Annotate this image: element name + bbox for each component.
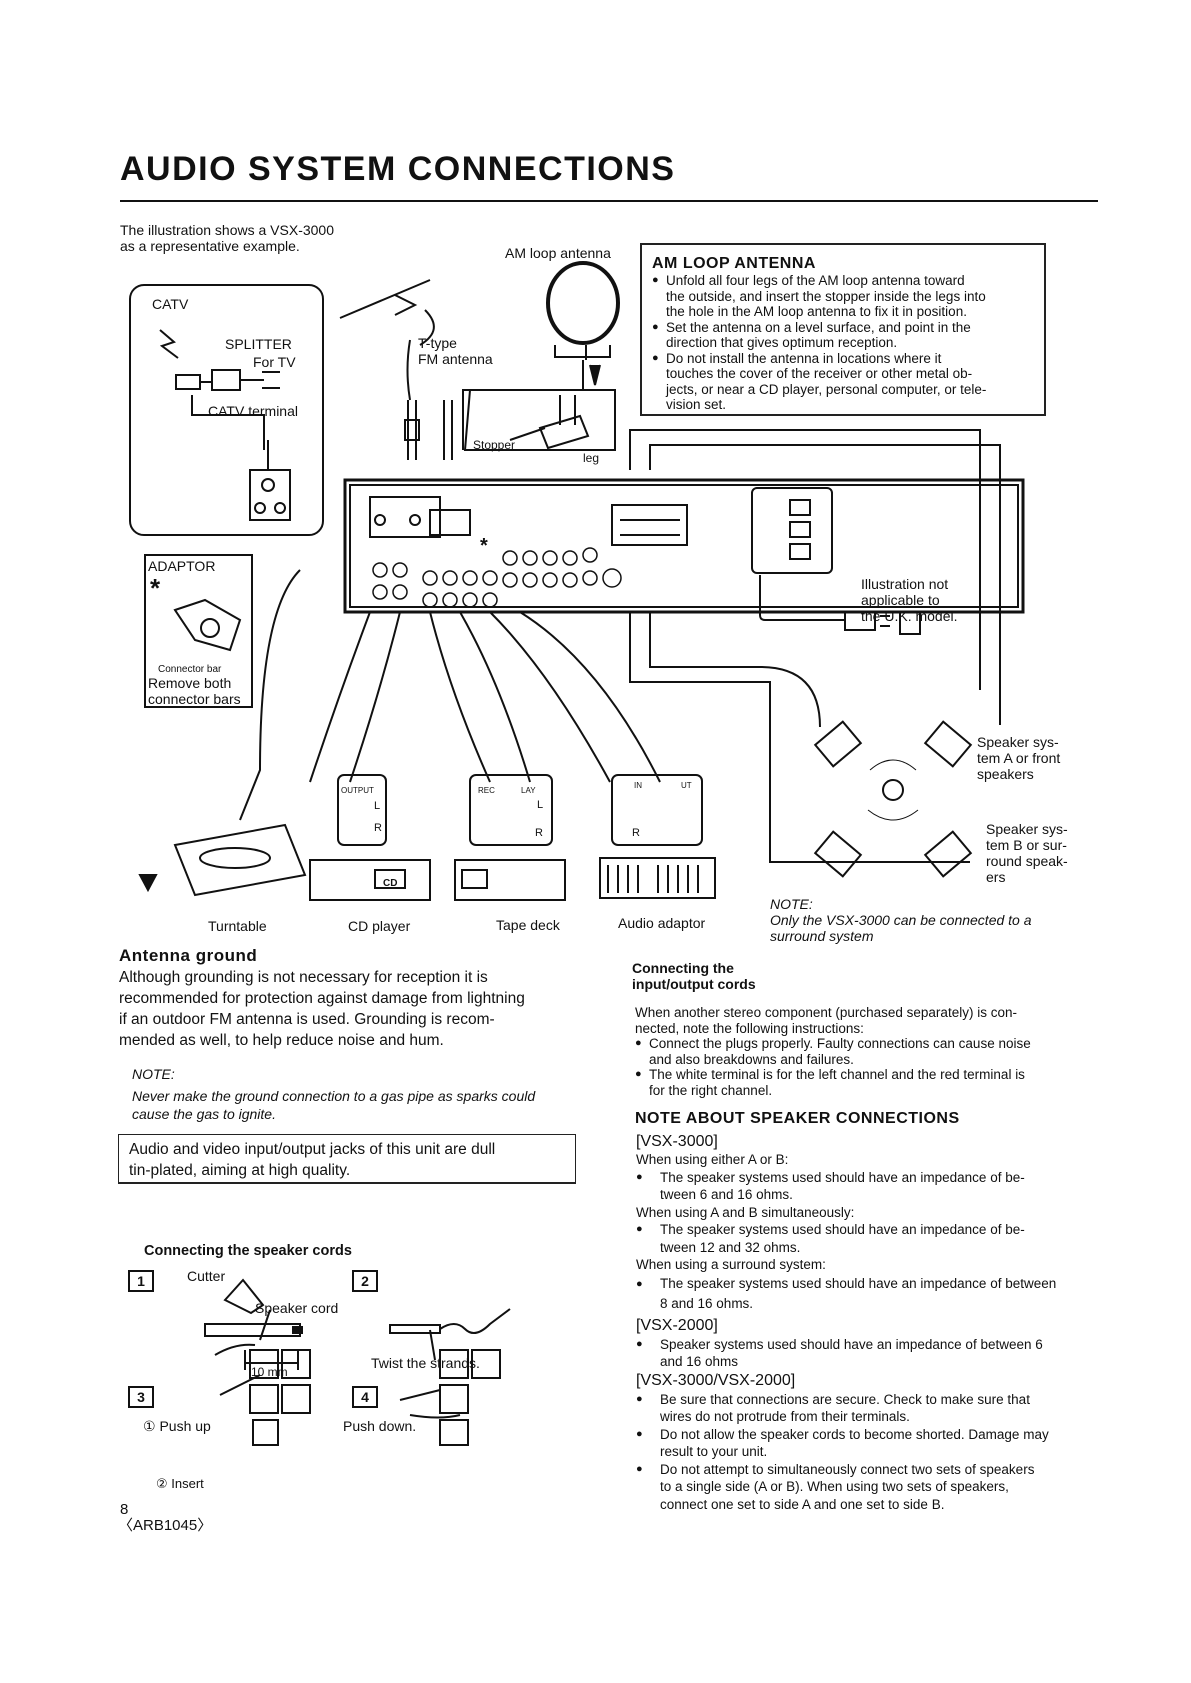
speaker-note-item: Speaker systems used should have an impe… [636, 1336, 1101, 1371]
speaker-b-label: Speaker sys- tem B or sur- round speak- … [986, 821, 1068, 885]
speaker-note-item: Be sure that connections are secure. Che… [636, 1391, 1101, 1426]
asterisk-mark: * [150, 573, 161, 603]
speaker-note-item: The speaker systems used should have an … [636, 1221, 1101, 1256]
play-jack-label: LAY [521, 786, 536, 795]
remove-both-label: Remove both [148, 675, 232, 691]
am-box-item: Unfold all four legs of the AM loop ante… [652, 273, 1044, 320]
page-number: 8 [120, 1501, 129, 1518]
vsx3000-vsx2000-tag: [VSX-3000/VSX-2000] [636, 1371, 796, 1389]
output-l-label: L [374, 800, 381, 812]
catv-label: CATV [152, 296, 189, 312]
connector-bars-label: connector bars [148, 691, 241, 707]
push-up-label: ① Push up [143, 1418, 211, 1434]
turntable-label: Turntable [208, 918, 267, 934]
adaptor-label: ADAPTOR [148, 558, 216, 574]
speaker-notes-body: [VSX-3000] When using either A or B: The… [636, 1132, 1101, 1513]
io-cords-heading: Connecting the input/output cords [632, 960, 756, 992]
for-tv-label: For TV [253, 354, 296, 370]
tape-deck-label: Tape deck [496, 917, 560, 933]
out-jack-label: UT [681, 781, 692, 790]
push-down-label: Push down. [343, 1418, 417, 1434]
intro-text: The illustration shows a VSX-3000 as a r… [120, 222, 334, 254]
am-box-heading: AM LOOP ANTENNA [652, 255, 816, 272]
cd-player-label: CD player [348, 918, 411, 934]
speaker-a-label: Speaker sys- tem A or front speakers [977, 734, 1061, 782]
io-cords-list: Connect the plugs properly. Faulty conne… [635, 1036, 1100, 1098]
output-jack-label: OUTPUT [341, 786, 374, 795]
io-cords-item: Connect the plugs properly. Faulty conne… [635, 1036, 1100, 1067]
speaker-cord-steps-illustration [204, 1278, 511, 1446]
document-code: 〈ARB1045〉 [118, 1517, 213, 1534]
antenna-ground-body: Although grounding is not necessary for … [119, 969, 525, 1049]
speaker-note-item: The speaker systems used should have an … [636, 1274, 1101, 1314]
speaker-note-item: The speaker systems used should have an … [636, 1169, 1101, 1204]
connection-diagram [129, 261, 1025, 901]
am-box-item: Set the antenna on a level surface, and … [652, 320, 1044, 351]
vsx3000-tag: [VSX-3000] [636, 1133, 718, 1150]
speaker-cords-heading: Connecting the speaker cords [144, 1243, 352, 1259]
step-1-badge: 1 [128, 1270, 154, 1292]
io-cords-item: The white terminal is for the left chann… [635, 1067, 1100, 1098]
splitter-label: SPLITTER [225, 336, 292, 352]
speaker-cord-label: Speaker cord [255, 1300, 339, 1316]
twist-strands-label: Twist the strands. [371, 1355, 480, 1371]
t-type-label: T-type [418, 335, 457, 351]
jack-plating-box: Audio and video input/output jacks of th… [118, 1134, 576, 1184]
title-rule [120, 200, 1098, 202]
tape-l-label: L [537, 799, 544, 811]
catv-terminal-label: CATV terminal [208, 403, 298, 419]
antenna-ground-note: NOTE: Never make the ground connection t… [132, 1066, 536, 1122]
in-jack-label: IN [634, 781, 642, 790]
speaker-note-item: Do not allow the speaker cords to become… [636, 1426, 1101, 1461]
am-box-list: Unfold all four legs of the AM loop ante… [652, 273, 1044, 413]
step-2-badge: 2 [352, 1270, 378, 1292]
page-title: AUDIO SYSTEM CONNECTIONS [120, 150, 676, 188]
cutter-label: Cutter [187, 1268, 226, 1284]
vsx2000-tag: [VSX-2000] [636, 1316, 718, 1334]
stopper-label: Stopper [473, 438, 516, 452]
am-loop-antenna-box: AM LOOP ANTENNA Unfold all four legs of … [640, 243, 1046, 416]
adaptor-r-label: R [632, 827, 640, 839]
antenna-ground-heading: Antenna ground [119, 946, 258, 965]
rec-jack-label: REC [478, 786, 495, 795]
am-box-item: Do not install the antenna in locations … [652, 351, 1044, 413]
cd-logo: CD [383, 878, 398, 889]
output-r-label: R [374, 822, 382, 834]
step-3-badge: 3 [128, 1386, 154, 1408]
connector-bar-label: Connector bar [158, 664, 222, 675]
io-cords-body: When another stereo component (purchased… [635, 1005, 1100, 1098]
ten-mm-label: 10 mm [251, 1365, 288, 1379]
fm-antenna-label: FM antenna [418, 351, 493, 367]
asterisk-mark-panel: * [480, 535, 488, 557]
surround-note: NOTE: Only the VSX-3000 can be connected… [770, 896, 1032, 944]
illustration-note: Illustration not applicable to the U.K. … [861, 576, 958, 624]
insert-label: ② Insert [156, 1476, 204, 1491]
step-4-badge: 4 [352, 1386, 378, 1408]
am-loop-antenna-label: AM loop antenna [505, 245, 611, 261]
leg-label: leg [583, 451, 600, 465]
speaker-notes-heading: NOTE ABOUT SPEAKER CONNECTIONS [635, 1110, 960, 1127]
audio-adaptor-label: Audio adaptor [618, 915, 706, 931]
speaker-note-item: Do not attempt to simultaneously connect… [636, 1461, 1101, 1514]
tape-r-label: R [535, 827, 543, 839]
